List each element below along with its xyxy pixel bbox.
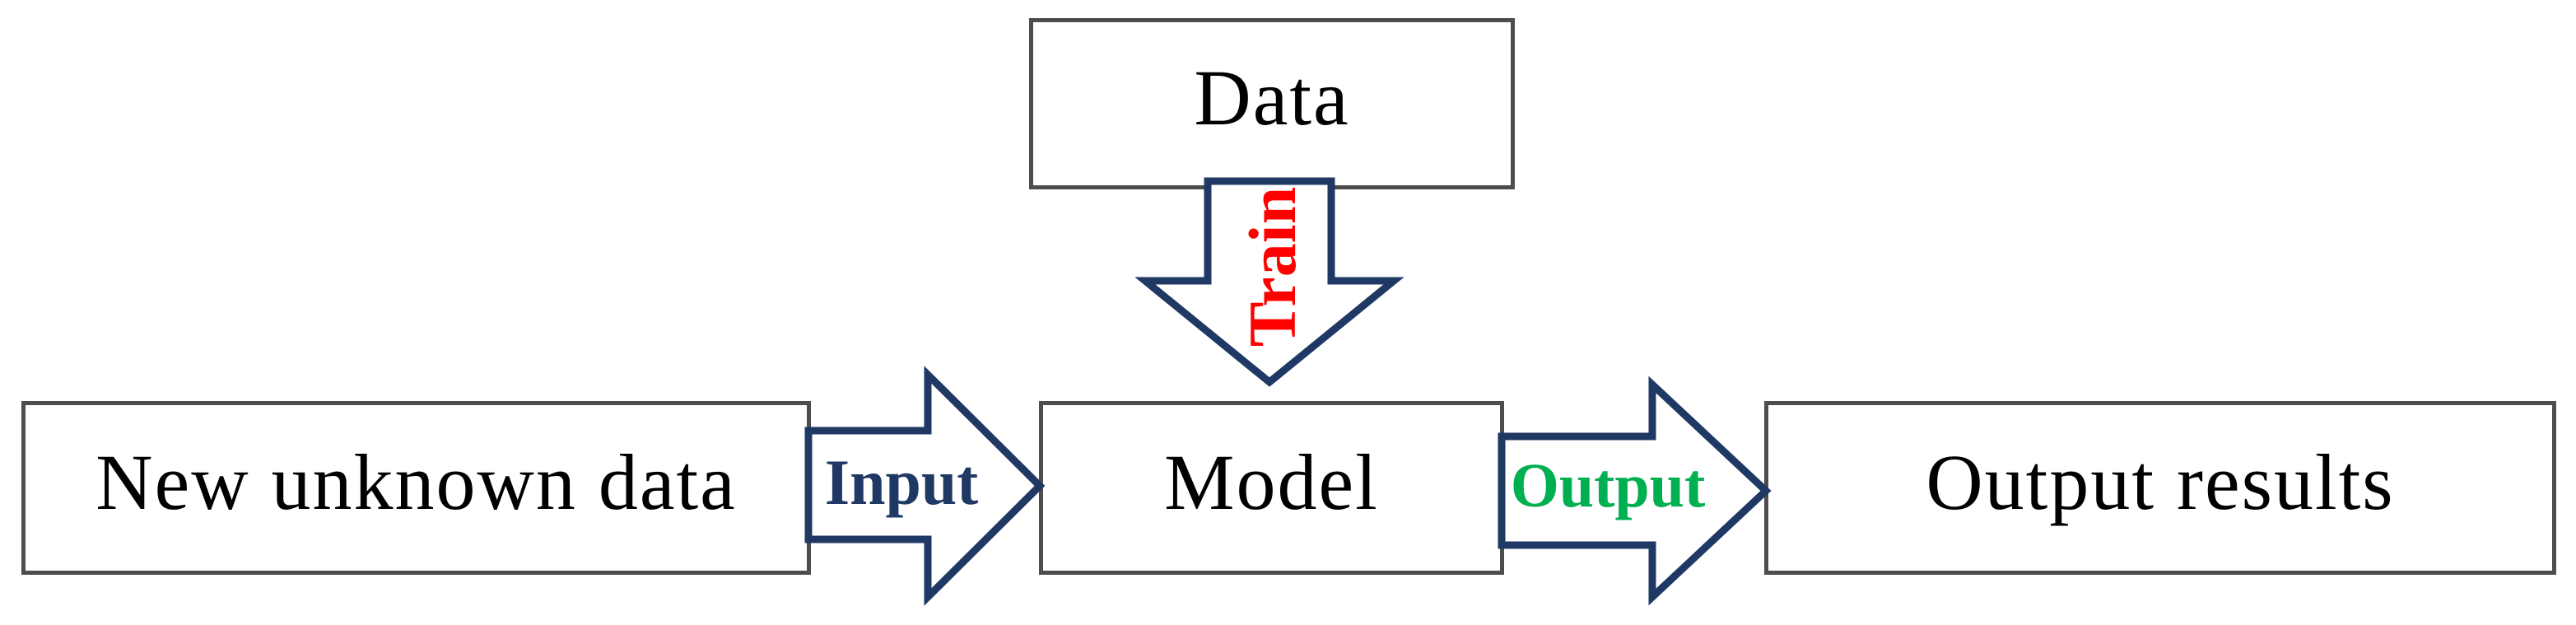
- new-unknown-data-box: New unknown data: [21, 401, 811, 575]
- input-arrow-label: Input: [824, 446, 979, 518]
- data-box-label: Data: [1194, 54, 1350, 142]
- train-down-arrow-icon: [1134, 177, 1404, 387]
- output-results-box-label: Output results: [1926, 437, 2395, 526]
- input-right-arrow-icon: [804, 366, 1046, 606]
- data-box: Data: [1029, 18, 1515, 189]
- new-unknown-data-box-label: New unknown data: [95, 437, 737, 526]
- train-arrow-label: Train: [1235, 186, 1310, 347]
- output-arrow-label: Output: [1510, 451, 1706, 520]
- model-box-label: Model: [1164, 437, 1379, 526]
- model-box: Model: [1039, 401, 1504, 575]
- output-right-arrow-icon: [1498, 375, 1772, 606]
- output-results-box: Output results: [1764, 401, 2556, 575]
